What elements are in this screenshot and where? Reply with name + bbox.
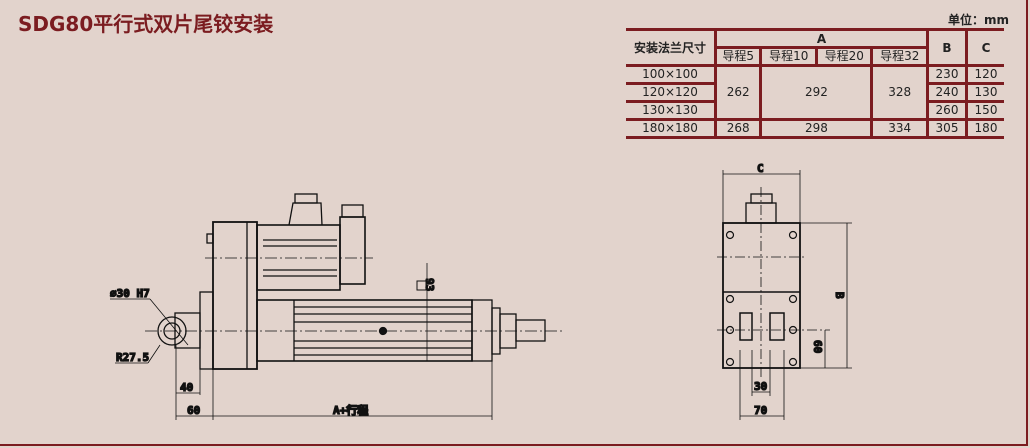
header-lead-32: 导程32 [870,46,928,67]
header-lead-20: 导程20 [814,46,872,67]
dim-b-label: B [833,292,846,299]
cell-c: 180 [965,118,1004,139]
header-a: A [714,28,928,49]
dimension-table: 安装法兰尺寸 A B C 导程5 导程10 导程20 导程32 100×100 … [626,28,1004,139]
cell-size: 120×120 [626,82,716,103]
dim-40-label: 40 [180,381,193,394]
unit-label: 单位：mm [948,13,1010,27]
cell-b: 230 [926,64,967,85]
cell-a-lead10-20: 292 [759,64,872,121]
header-lead-5: 导程5 [713,46,761,67]
cell-size: 180×180 [626,118,716,139]
cell-a-lead5: 268 [713,118,761,139]
dim-30-label: 30 [754,380,767,393]
cell-a-lead32: 328 [870,64,928,121]
cell-c: 150 [965,100,1004,121]
cell-a-lead10-20: 298 [759,118,872,139]
cell-a-lead5: 262 [713,64,761,121]
cell-b: 260 [926,100,967,121]
end-view: C B 60 30 70 [717,161,852,420]
cell-c: 130 [965,82,1004,103]
cell-size: 130×130 [626,100,716,121]
radius-label: R27.5 [116,351,149,364]
header-size: 安装法兰尺寸 [626,28,716,67]
cell-a-lead32: 334 [870,118,928,139]
table-row: 130×130 260 150 [626,100,1004,121]
cell-b: 240 [926,82,967,103]
table-row: 180×180 268 298 334 305 180 [626,118,1004,139]
cell-size: 100×100 [626,64,716,85]
header-lead-10: 导程10 [759,46,817,67]
table-row: 120×120 240 130 [626,82,1004,103]
dim-60-end-label: 60 [811,340,824,353]
header-c: C [965,28,1004,67]
page-title: SDG80平行式双片尾铰安装 [18,12,274,36]
dim-c-label: C [757,162,764,175]
header-b: B [926,28,967,67]
cell-c: 120 [965,64,1004,85]
bore-label: ⌀30 H7 [110,287,150,300]
dim-60-label: 60 [187,404,200,417]
side-view: ⌀30 H7 R27.5 40 60 A+行程 93 [109,193,565,420]
dim-93-label: 93 [423,278,436,291]
table-row: 100×100 262 292 328 230 120 [626,64,1004,121]
dim-a-stroke-label: A+行程 [333,403,368,417]
cell-b: 305 [926,118,967,139]
dim-70-label: 70 [754,404,767,417]
